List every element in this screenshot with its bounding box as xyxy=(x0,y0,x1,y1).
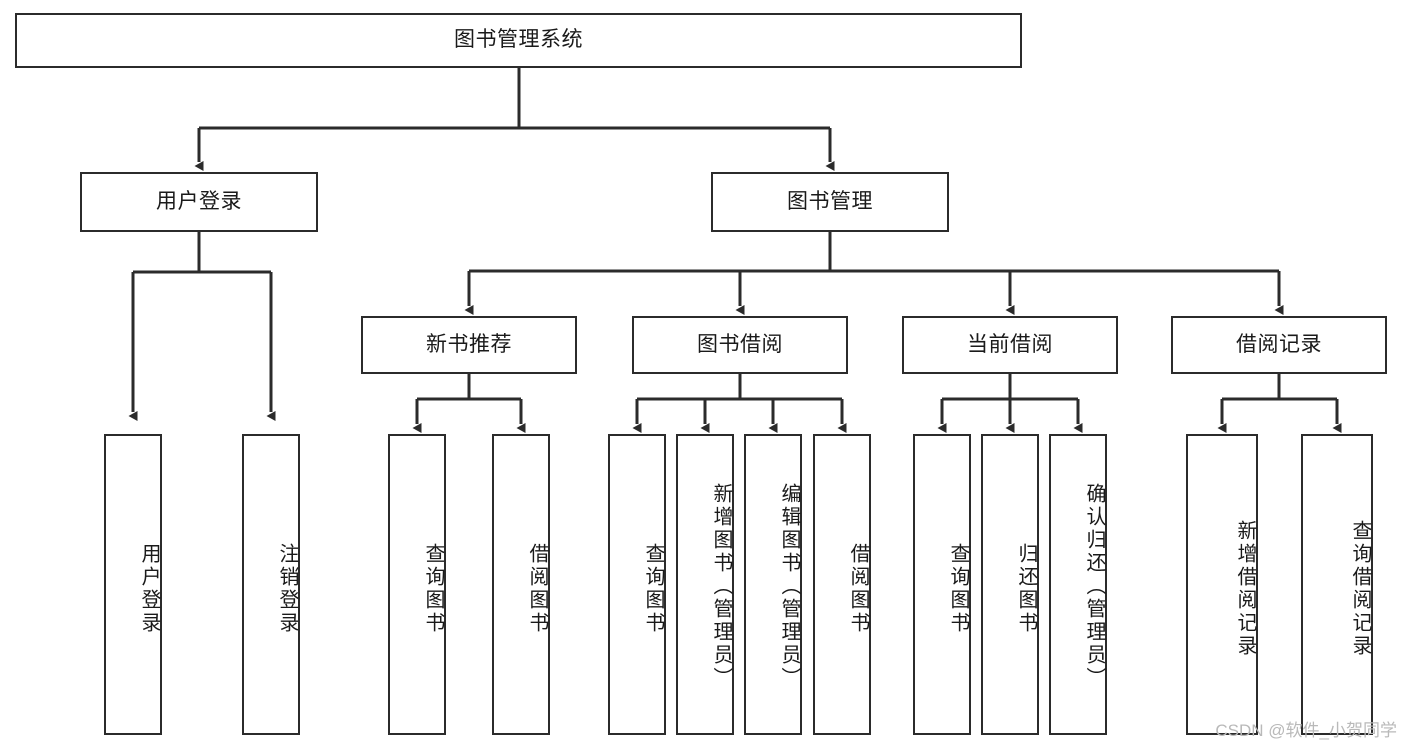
node-leaf-query-borrow-record[interactable]: 查询借阅记录 xyxy=(1301,434,1373,735)
node-leaf-borrow-book[interactable]: 借阅图书 xyxy=(813,434,871,735)
node-leaf-query-book-new[interactable]: 查询图书 xyxy=(388,434,446,735)
node-label: 用户登录 xyxy=(138,542,160,635)
node-label: 新增借阅记录 xyxy=(1234,519,1256,658)
node-leaf-query-book[interactable]: 查询图书 xyxy=(608,434,666,735)
node-user-login[interactable]: 用户登录 xyxy=(80,172,318,232)
node-label: 当前借阅 xyxy=(967,332,1053,356)
node-label: 确认归还（管理员） xyxy=(1083,483,1105,690)
node-leaf-return-book[interactable]: 归还图书 xyxy=(981,434,1039,735)
node-label: 借阅图书 xyxy=(847,542,869,635)
node-label: 图书管理系统 xyxy=(454,28,583,52)
node-label: 编辑图书（管理员） xyxy=(778,483,800,690)
node-leaf-edit-book-admin[interactable]: 编辑图书（管理员） xyxy=(744,434,802,735)
node-leaf-logout[interactable]: 注销登录 xyxy=(242,434,300,735)
node-leaf-user-login[interactable]: 用户登录 xyxy=(104,434,162,735)
node-label: 用户登录 xyxy=(156,189,242,213)
node-label: 查询图书 xyxy=(422,542,444,635)
node-label: 注销登录 xyxy=(276,542,298,635)
node-label: 借阅记录 xyxy=(1236,332,1322,356)
node-borrow-record[interactable]: 借阅记录 xyxy=(1171,316,1387,374)
node-label: 新增图书（管理员） xyxy=(710,483,732,690)
node-leaf-add-book-admin[interactable]: 新增图书（管理员） xyxy=(676,434,734,735)
node-label: 查询图书 xyxy=(947,542,969,635)
node-new-book-recommend[interactable]: 新书推荐 xyxy=(361,316,577,374)
node-label: 图书借阅 xyxy=(697,332,783,356)
node-label: 借阅图书 xyxy=(526,542,548,635)
node-label: 新书推荐 xyxy=(426,332,512,356)
node-book-borrow[interactable]: 图书借阅 xyxy=(632,316,848,374)
node-book-management[interactable]: 图书管理 xyxy=(711,172,949,232)
node-label: 查询图书 xyxy=(642,542,664,635)
node-leaf-add-borrow-record[interactable]: 新增借阅记录 xyxy=(1186,434,1258,735)
node-leaf-confirm-return-admin[interactable]: 确认归还（管理员） xyxy=(1049,434,1107,735)
node-root-book-management-system[interactable]: 图书管理系统 xyxy=(15,13,1022,68)
node-label: 图书管理 xyxy=(787,189,873,213)
node-label: 查询借阅记录 xyxy=(1349,519,1371,658)
node-leaf-query-book-current[interactable]: 查询图书 xyxy=(913,434,971,735)
node-current-borrow[interactable]: 当前借阅 xyxy=(902,316,1118,374)
node-label: 归还图书 xyxy=(1015,542,1037,635)
node-leaf-borrow-book-new[interactable]: 借阅图书 xyxy=(492,434,550,735)
